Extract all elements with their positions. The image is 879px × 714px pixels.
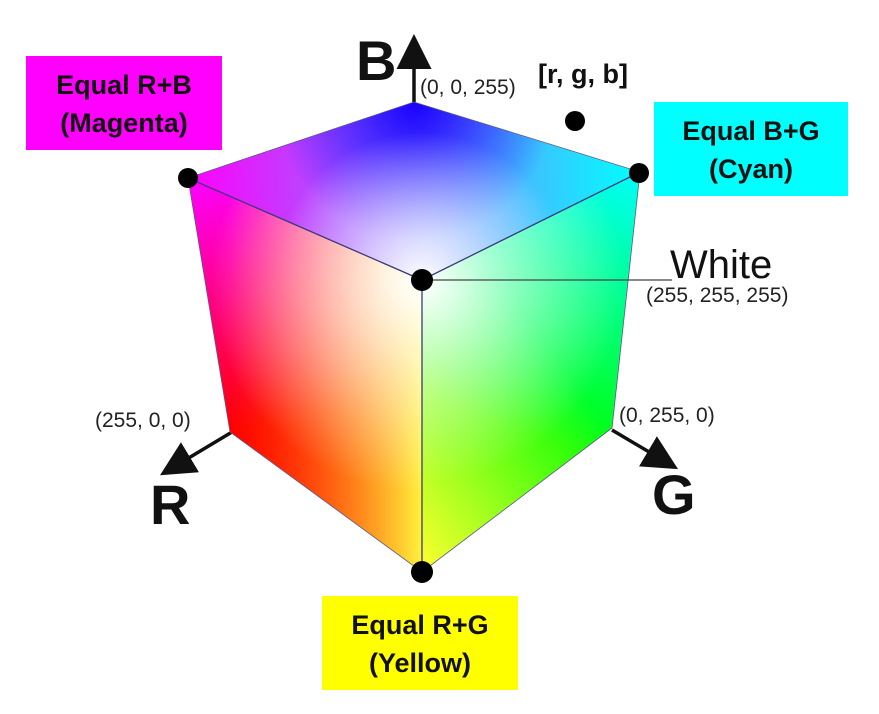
cyan-box-line1: Equal B+G [682, 116, 819, 146]
yellow-corner-dot [411, 561, 433, 583]
white-corner-dot [411, 269, 433, 291]
cube-right-face [422, 172, 640, 572]
yellow-box [322, 596, 518, 690]
cyan-callout: Equal B+G (Cyan) [654, 102, 848, 196]
magenta-box [26, 56, 222, 150]
cube-left-face [188, 178, 422, 572]
rgb-point-label: [r, g, b] [538, 59, 628, 89]
g-axis-line [611, 428, 679, 470]
g-axis-label: G [652, 463, 696, 526]
cyan-corner-dot [629, 163, 649, 183]
b-axis-label: B [356, 29, 396, 92]
cyan-box [654, 102, 848, 196]
magenta-callout: Equal R+B (Magenta) [26, 56, 222, 150]
r-axis-line [159, 430, 233, 476]
cube [187, 101, 641, 573]
white-coord-label: (255, 255, 255) [646, 284, 788, 307]
magenta-corner-dot [178, 168, 198, 188]
rgb-point-dot [565, 111, 585, 131]
magenta-box-line2: (Magenta) [60, 108, 188, 138]
yellow-box-line1: Equal R+G [351, 610, 488, 640]
blue-coord-label: (0, 0, 255) [420, 76, 516, 99]
red-coord-label: (255, 0, 0) [95, 409, 191, 432]
magenta-box-line1: Equal R+B [56, 70, 192, 100]
cube-top-face [188, 102, 640, 280]
cyan-box-line2: (Cyan) [709, 154, 793, 184]
green-coord-label: (0, 255, 0) [619, 404, 715, 427]
white-label: White [670, 243, 772, 287]
yellow-box-line2: (Yellow) [369, 648, 471, 678]
cube-outline [187, 101, 641, 573]
yellow-callout: Equal R+G (Yellow) [322, 596, 518, 690]
r-axis-label: R [150, 473, 190, 536]
